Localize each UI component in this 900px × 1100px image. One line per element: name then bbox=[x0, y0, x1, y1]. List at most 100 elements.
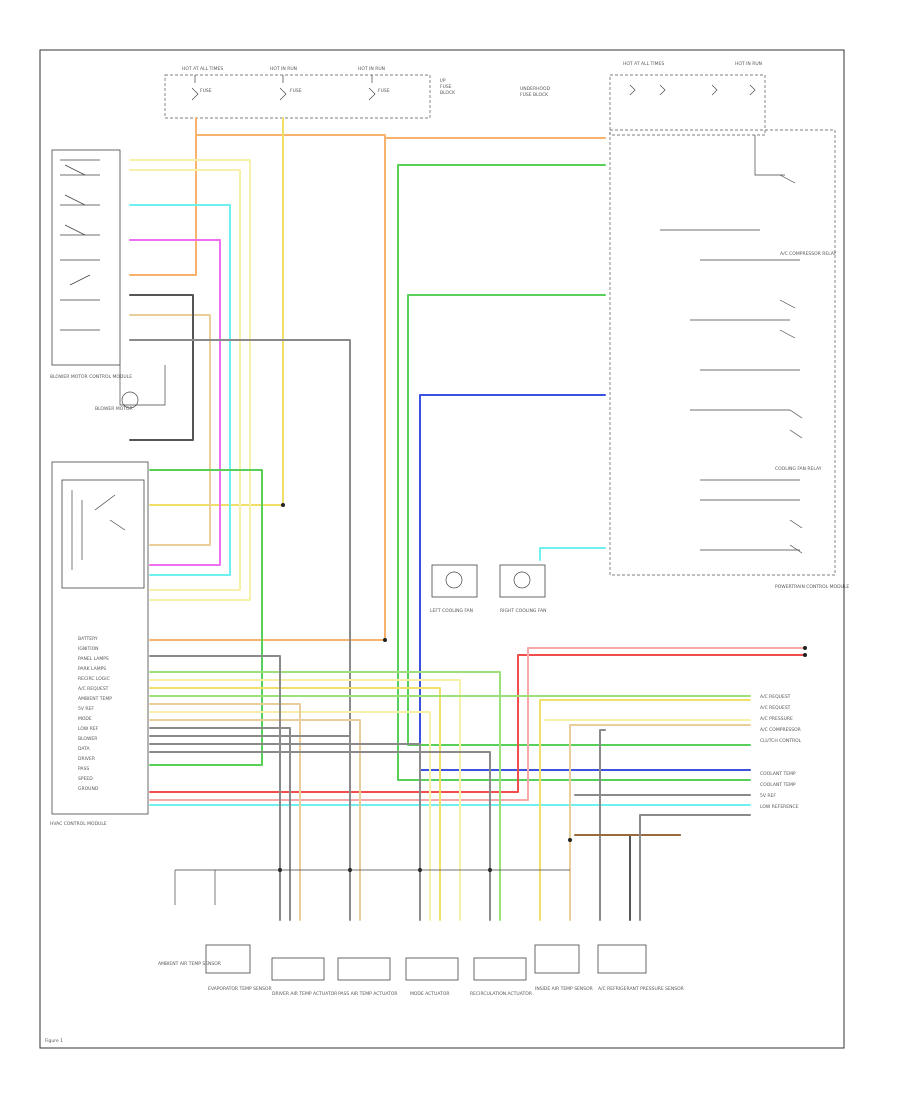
cooling-fan-relay-label: COOLING FAN RELAY bbox=[775, 466, 822, 472]
wire-magenta bbox=[129, 239, 221, 566]
pin-data: DATA bbox=[78, 746, 91, 752]
blower-control-label: BLOWER MOTOR CONTROL MODULE bbox=[50, 374, 132, 380]
wire-orange-left bbox=[129, 134, 197, 276]
pin-mode: MODE bbox=[78, 716, 92, 722]
wire-tan-left bbox=[129, 314, 211, 546]
wire-tan-2 bbox=[149, 719, 361, 921]
actuator-row: AMBIENT AIR TEMP SENSOR EVAPORATOR TEMP … bbox=[158, 944, 684, 997]
rpin-ac-request-2: A/C REQUEST bbox=[760, 705, 791, 711]
rpin-coolant-temp-2: COOLANT TEMP bbox=[760, 782, 796, 788]
wire-green-left bbox=[149, 469, 263, 766]
powertrain-label: POWERTRAIN CONTROL MODULE bbox=[775, 584, 849, 590]
svg-text:I/P: I/P bbox=[440, 78, 446, 84]
wire-gray-2 bbox=[149, 727, 291, 921]
rpin-5v-ref: 5V REF bbox=[760, 793, 776, 799]
wire-cyan-fan bbox=[539, 547, 606, 561]
wire-yellow-h3 bbox=[149, 711, 431, 921]
pin-battery: BATTERY bbox=[78, 636, 98, 642]
actuator-label-2: EVAPORATOR TEMP SENSOR bbox=[208, 986, 272, 992]
svg-text:UNDERHOOD: UNDERHOOD bbox=[520, 86, 551, 92]
wire-pink bbox=[149, 647, 806, 801]
left-fan-label: LEFT COOLING FAN bbox=[430, 608, 473, 614]
wire-lightyellow-2 bbox=[129, 169, 241, 591]
wire-gray-4 bbox=[149, 743, 421, 921]
fuse-label-1: HOT AT ALL TIMES bbox=[182, 66, 223, 72]
pin-ground: GROUND bbox=[78, 786, 99, 792]
blower-control-box: BLOWER MOTOR CONTROL MODULE BLOWER MOTOR bbox=[50, 149, 166, 412]
svg-text:HOT AT ALL TIMES: HOT AT ALL TIMES bbox=[623, 61, 664, 67]
pin-ac-request: A/C REQUEST bbox=[78, 686, 109, 692]
fuse-label-2: HOT IN RUN bbox=[270, 66, 297, 72]
fuse-label-3: HOT IN RUN bbox=[358, 66, 385, 72]
pin-recirc-logic: RECIRC LOGIC bbox=[78, 676, 110, 682]
pin-driver: DRIVER bbox=[78, 756, 95, 762]
actuator-label-4: PASS AIR TEMP ACTUATOR bbox=[338, 991, 398, 997]
wire-gray-left bbox=[129, 294, 194, 441]
svg-text:FUSE BLOCK: FUSE BLOCK bbox=[520, 92, 549, 98]
hvac-control-module: HVAC CONTROL MODULE bbox=[50, 461, 149, 827]
diagram-frame bbox=[39, 49, 845, 1049]
wires bbox=[129, 117, 806, 921]
wire-green-top bbox=[397, 164, 751, 781]
pin-low-ref: LOW REF bbox=[78, 726, 99, 732]
wire-red bbox=[149, 654, 806, 793]
actuator-label-6: RECIRCULATION ACTUATOR bbox=[470, 991, 532, 997]
svg-text:FUSE: FUSE bbox=[290, 88, 302, 94]
powertrain-control-module: POWERTRAIN CONTROL MODULE A/C COMPRESSOR… bbox=[609, 129, 849, 590]
wire-tan-right bbox=[569, 724, 751, 921]
actuator-label-5: MODE ACTUATOR bbox=[410, 991, 450, 997]
pin-ambient-temp: AMBIENT TEMP bbox=[78, 696, 112, 702]
wire-gray-9 bbox=[639, 814, 751, 921]
right-pin-labels: A/C REQUEST A/C REQUEST A/C PRESSURE A/C… bbox=[760, 694, 802, 810]
cooling-fans: LEFT COOLING FAN RIGHT COOLING FAN bbox=[430, 564, 546, 614]
wire-yellow-h1 bbox=[149, 679, 461, 921]
wire-lightyellow-1 bbox=[129, 159, 251, 601]
wire-yellow-right bbox=[539, 699, 751, 921]
pin-speed: SPEED bbox=[78, 776, 93, 782]
pin-park-lamps: PARK LAMPS bbox=[78, 666, 106, 672]
left-pin-labels: BATTERY IGNITION PANEL LAMPS PARK LAMPS … bbox=[78, 636, 112, 792]
svg-text:FUSE: FUSE bbox=[378, 88, 390, 94]
wire-gray-mid bbox=[129, 339, 351, 831]
pin-panel-lamps: PANEL LAMPS bbox=[78, 656, 109, 662]
rpin-clutch-control: CLUTCH CONTROL bbox=[760, 738, 802, 744]
underhood-fuse-block: HOT AT ALL TIMES HOT IN RUN UNDERHOOD FU… bbox=[520, 61, 766, 136]
wire-yellow-top bbox=[149, 117, 284, 506]
actuator-label-8: A/C REFRIGERANT PRESSURE SENSOR bbox=[598, 986, 684, 992]
wire-gray-8 bbox=[629, 834, 681, 921]
ground-bus bbox=[174, 869, 570, 905]
wire-gray-3 bbox=[149, 735, 351, 921]
pin-ignition: IGNITION bbox=[78, 646, 99, 652]
svg-text:HOT IN RUN: HOT IN RUN bbox=[735, 61, 762, 67]
svg-text:FUSE: FUSE bbox=[200, 88, 212, 94]
control-module-label: HVAC CONTROL MODULE bbox=[50, 821, 107, 827]
wire-blue bbox=[419, 394, 751, 771]
wire-gray-6 bbox=[599, 729, 606, 921]
pin-blower: BLOWER bbox=[78, 736, 97, 742]
pin-5v-ref: 5V REF bbox=[78, 706, 94, 712]
wire-gray-1 bbox=[149, 655, 281, 921]
figure-id: Figure 1 bbox=[45, 1038, 63, 1044]
svg-text:BLOCK: BLOCK bbox=[440, 90, 456, 96]
wire-tan-1 bbox=[149, 703, 301, 921]
blower-motor-label: BLOWER MOTOR bbox=[95, 406, 133, 412]
wire-orange-top bbox=[149, 117, 386, 641]
fuse-block: HOT AT ALL TIMES HOT IN RUN HOT IN RUN F… bbox=[164, 66, 456, 119]
actuator-label-1: AMBIENT AIR TEMP SENSOR bbox=[158, 961, 221, 967]
ac-relay-label: A/C COMPRESSOR RELAY bbox=[780, 251, 837, 257]
actuator-label-7: INSIDE AIR TEMP SENSOR bbox=[535, 986, 593, 992]
rpin-ac-compressor: A/C COMPRESSOR bbox=[760, 727, 801, 733]
wire-yellow-h2 bbox=[149, 687, 441, 921]
wire-green-right bbox=[407, 294, 751, 746]
wire-gray-5 bbox=[149, 751, 491, 921]
wire-lightgreen-mid bbox=[149, 671, 501, 921]
svg-text:FUSE: FUSE bbox=[440, 84, 452, 90]
actuator-label-3: DRIVER AIR TEMP ACTUATOR bbox=[272, 991, 337, 997]
right-fan-label: RIGHT COOLING FAN bbox=[500, 608, 546, 614]
rpin-low-ref: LOW REFERENCE bbox=[760, 804, 799, 810]
wire-cyan-1 bbox=[129, 204, 231, 576]
rpin-ac-request-1: A/C REQUEST bbox=[760, 694, 791, 700]
rpin-ac-pressure: A/C PRESSURE bbox=[760, 716, 793, 722]
rpin-coolant-temp-1: COOLANT TEMP bbox=[760, 771, 796, 777]
